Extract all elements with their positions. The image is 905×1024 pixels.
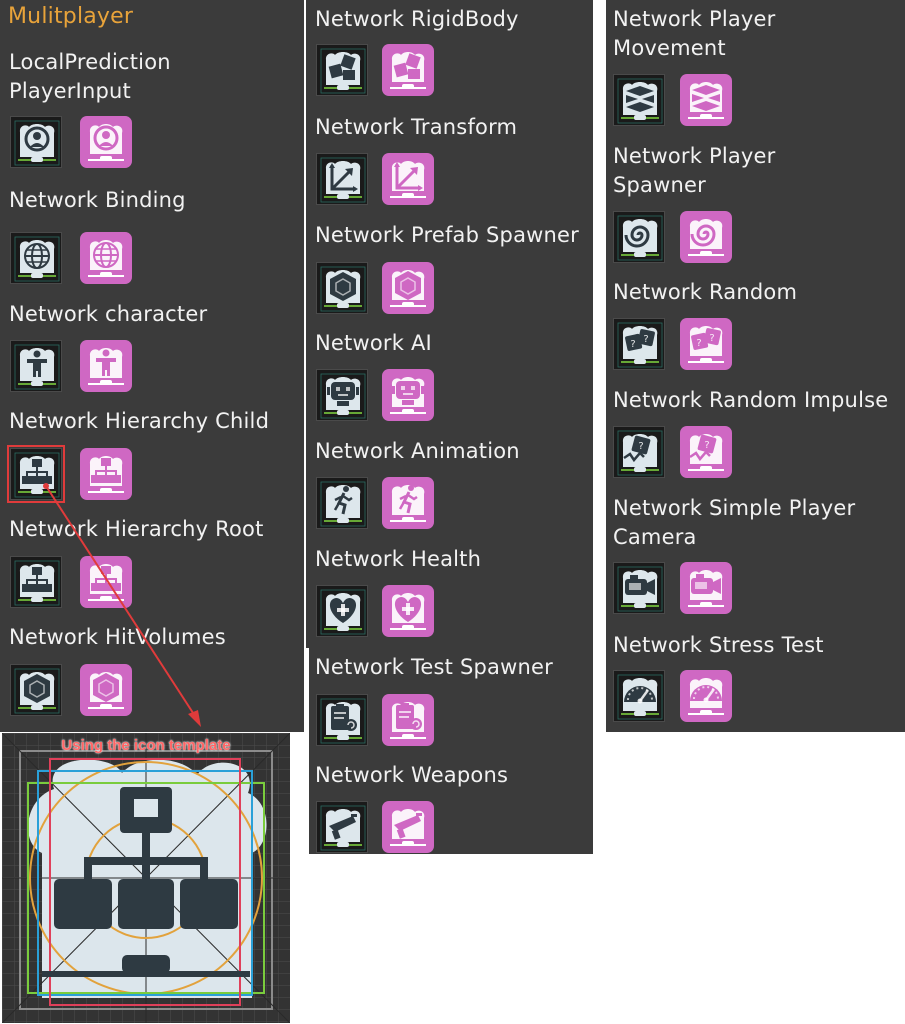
hierarchy-icon[interactable] (7, 445, 65, 503)
hierarchy-icon[interactable] (10, 556, 62, 608)
component-label: Network Random Impulse (613, 388, 889, 412)
heart-plus-icon[interactable] (316, 585, 368, 637)
component-label: Network Test Spawner (315, 655, 553, 679)
globe-icon[interactable] (10, 232, 62, 284)
robot-icon[interactable] (382, 369, 434, 421)
axes-icon[interactable] (382, 153, 434, 205)
shapes-icon[interactable] (316, 44, 368, 96)
globe-icon[interactable] (80, 232, 132, 284)
component-label: Network Transform (315, 115, 518, 139)
component-label: Network AI (315, 331, 432, 355)
component-label: Network Weapons (315, 763, 509, 787)
spiral-icon[interactable] (613, 211, 665, 263)
person-icon[interactable] (80, 340, 132, 392)
section-title: Mulitplayer (8, 4, 134, 29)
component-label: Network Random (613, 280, 798, 304)
template-grid-image (2, 733, 290, 1023)
template-caption: Using the icon template (61, 737, 231, 754)
person-icon[interactable] (10, 340, 62, 392)
robot-icon[interactable] (316, 369, 368, 421)
dice-question-icon[interactable]: ?? (613, 318, 665, 370)
camera-icon[interactable] (613, 562, 665, 614)
spiral-icon[interactable] (680, 211, 732, 263)
svg-text:?: ? (696, 338, 701, 349)
component-label: Network HitVolumes (9, 625, 226, 649)
component-label: Network Stress Test (613, 633, 824, 657)
movement-arrows-icon[interactable] (613, 74, 665, 126)
heart-plus-icon[interactable] (382, 585, 434, 637)
component-label: Network Health (315, 547, 482, 571)
cube-icon[interactable] (10, 664, 62, 716)
hierarchy-icon[interactable] (80, 556, 132, 608)
shapes-icon[interactable] (382, 44, 434, 96)
svg-text:?: ? (709, 333, 714, 344)
component-label: Network Animation (315, 439, 520, 463)
icon-template-preview: Using the icon template (2, 733, 290, 1023)
gun-icon[interactable] (382, 801, 434, 853)
component-label: Network Player Spawner (613, 144, 776, 197)
component-label: Network RigidBody (315, 7, 519, 31)
cube-icon[interactable] (316, 262, 368, 314)
gauge-icon[interactable] (680, 670, 732, 722)
hierarchy-icon[interactable] (80, 448, 132, 500)
component-label: Network Player Movement (613, 7, 776, 60)
svg-text:?: ? (630, 339, 635, 350)
column-2-panel (306, 0, 593, 648)
component-label: Network Simple Player Camera (613, 496, 856, 549)
clipboard-spiral-icon[interactable] (382, 694, 434, 746)
svg-text:?: ? (638, 441, 643, 452)
component-label: Network Prefab Spawner (315, 223, 579, 247)
movement-arrows-icon[interactable] (680, 74, 732, 126)
svg-text:?: ? (643, 334, 648, 345)
running-person-icon[interactable] (382, 477, 434, 529)
camera-icon[interactable] (680, 562, 732, 614)
cube-icon[interactable] (382, 262, 434, 314)
svg-text:?: ? (704, 440, 709, 451)
component-label: Network Hierarchy Child (9, 409, 270, 433)
component-label: Network Binding (9, 188, 186, 212)
dice-question-icon[interactable]: ?? (680, 318, 732, 370)
component-label: Network character (9, 302, 208, 326)
running-person-icon[interactable] (316, 477, 368, 529)
impulse-icon[interactable]: ? (613, 426, 665, 478)
cube-icon[interactable] (80, 664, 132, 716)
player-input-icon[interactable] (80, 116, 132, 168)
gun-icon[interactable] (316, 801, 368, 853)
component-label: LocalPrediction PlayerInput (9, 50, 171, 103)
impulse-icon[interactable]: ? (680, 426, 732, 478)
axes-icon[interactable] (316, 153, 368, 205)
player-input-icon[interactable] (10, 116, 62, 168)
component-label: Network Hierarchy Root (9, 517, 264, 541)
clipboard-spiral-icon[interactable] (316, 694, 368, 746)
gauge-icon[interactable] (613, 670, 665, 722)
